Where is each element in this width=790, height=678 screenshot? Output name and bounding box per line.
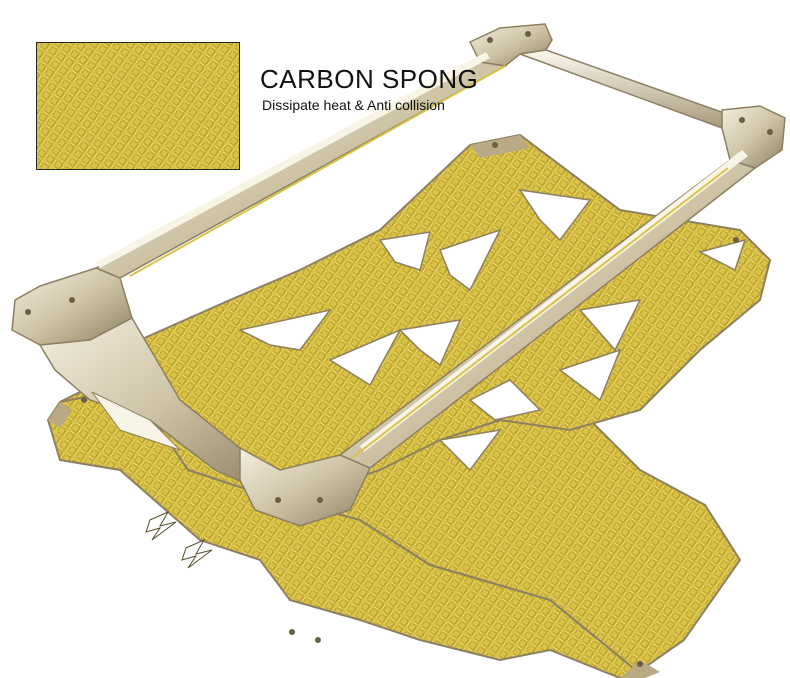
lightning-bolt-icon: [181, 538, 213, 569]
lightning-bolt-icon: [145, 510, 177, 541]
caption-title: CARBON SPONG: [260, 64, 479, 94]
upper-carbon-plate: [138, 133, 772, 502]
carbon-fiber-swatch: [36, 42, 240, 170]
metal-bumper-frame: [11, 23, 786, 527]
caption-subtitle: Dissipate heat & Anti collision: [262, 97, 445, 113]
screw-holes: [81, 142, 739, 667]
